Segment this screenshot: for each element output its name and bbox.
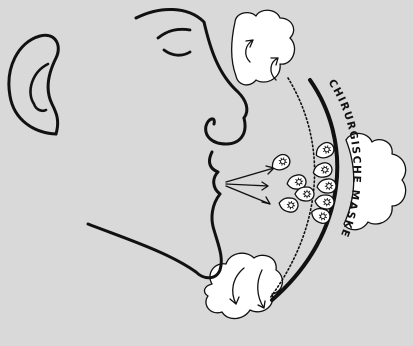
mask-diagram-svg: CHIRURGISCHE MASKE	[0, 0, 413, 346]
diagram-canvas: CHIRURGISCHE MASKE	[0, 0, 413, 346]
